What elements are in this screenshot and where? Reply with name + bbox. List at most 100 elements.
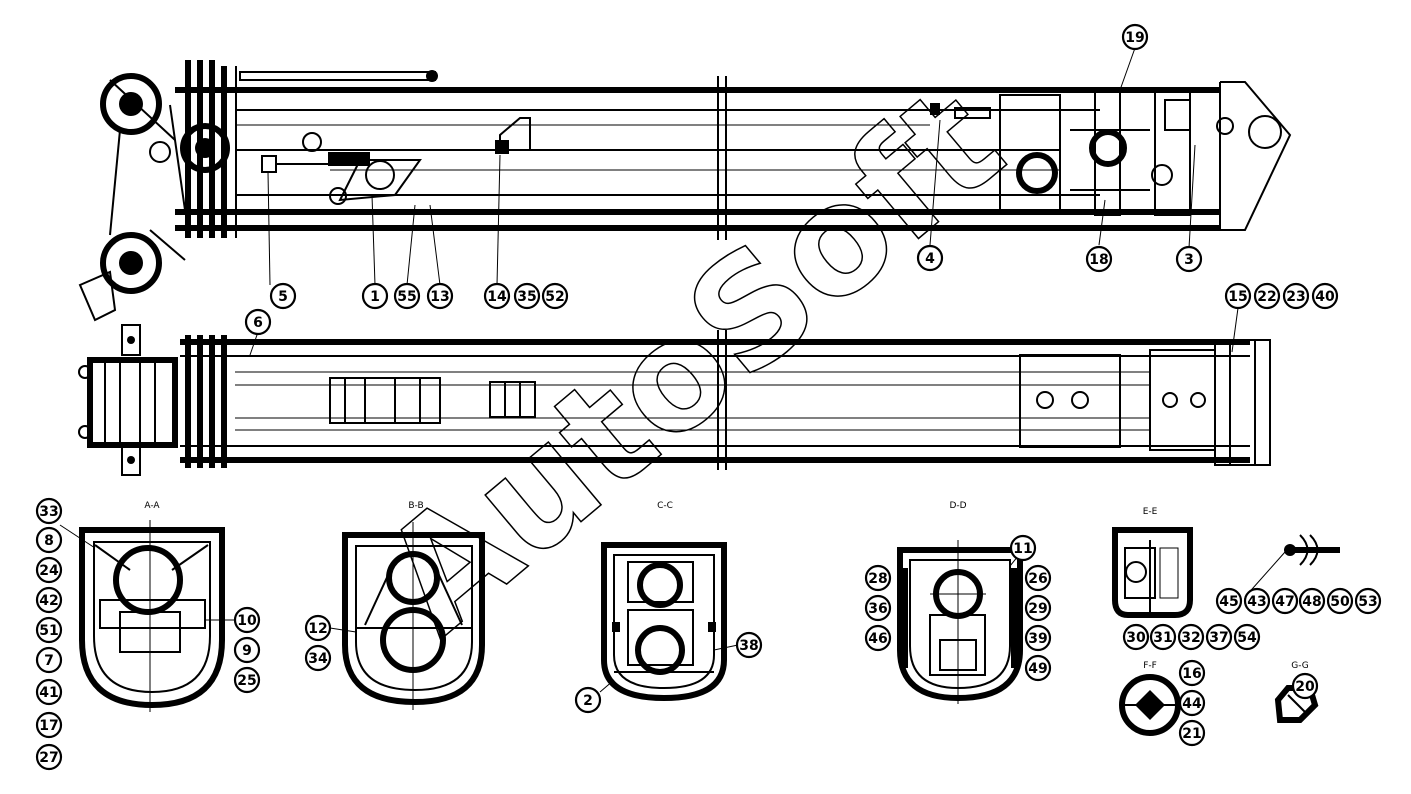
callout-number: 35 (517, 289, 536, 305)
callout-number: 31 (1153, 630, 1172, 646)
callout-11: 11 (1009, 534, 1037, 562)
callout-3: 3 (1175, 245, 1203, 273)
callout-circle (233, 666, 261, 694)
callout-circle (1122, 623, 1150, 651)
callout-circle (35, 556, 63, 584)
callout-number: 17 (39, 718, 58, 734)
callout-circle (233, 606, 261, 634)
boom-plan-view (78, 324, 1271, 476)
callout-5: 5 (269, 282, 297, 310)
callout-54: 54 (1233, 623, 1261, 651)
callout-number: 30 (1126, 630, 1146, 646)
callout-number: 37 (1209, 630, 1228, 646)
callout-circle (35, 526, 63, 554)
callout-16: 16 (1178, 659, 1206, 687)
section-label: B-B (408, 501, 423, 511)
callout-number: 24 (39, 563, 59, 579)
callout-number: 7 (44, 653, 54, 669)
callout-number: 26 (1028, 571, 1047, 587)
callout-circle (1253, 282, 1281, 310)
callout-circle (1205, 623, 1233, 651)
callout-circle (35, 743, 63, 771)
callout-circle (916, 244, 944, 272)
callout-32: 32 (1177, 623, 1205, 651)
callout-31: 31 (1149, 623, 1177, 651)
callout-46: 46 (864, 624, 892, 652)
callout-number: 48 (1302, 594, 1321, 610)
callout-circle (864, 624, 892, 652)
callout-circle (1024, 654, 1052, 682)
callout-circle (864, 564, 892, 592)
callout-41: 41 (35, 678, 63, 706)
callout-number: 42 (39, 593, 58, 609)
callout-21: 21 (1178, 719, 1206, 747)
callout-19: 19 (1121, 23, 1149, 51)
callout-number: 53 (1358, 594, 1377, 610)
callout-number: 1 (370, 289, 380, 305)
callout-number: 33 (39, 504, 58, 520)
callout-26: 26 (1024, 564, 1052, 592)
callout-circle (1024, 624, 1052, 652)
callout-36: 36 (864, 594, 892, 622)
callout-number: 22 (1257, 289, 1276, 305)
callout-34: 34 (304, 644, 332, 672)
callout-number: 28 (868, 571, 887, 587)
callout-42: 42 (35, 586, 63, 614)
callout-circle (1178, 689, 1206, 717)
callout-33: 33 (35, 497, 63, 525)
section-label: D-D (949, 501, 966, 511)
callout-circle (483, 282, 511, 310)
callout-27: 27 (35, 743, 63, 771)
callout-number: 12 (308, 621, 327, 637)
callout-number: 3 (1184, 252, 1194, 268)
callout-number: 20 (1295, 679, 1315, 695)
leader-lines (59, 47, 1311, 696)
callout-number: 14 (487, 289, 507, 305)
callout-51: 51 (35, 616, 63, 644)
boom-side-view (78, 60, 1292, 322)
callout-number: 41 (39, 685, 58, 701)
callout-circle (426, 282, 454, 310)
callout-circle (1311, 282, 1339, 310)
callout-number: 54 (1237, 630, 1257, 646)
callout-number: 34 (308, 651, 328, 667)
callout-4: 4 (916, 244, 944, 272)
callout-49: 49 (1024, 654, 1052, 682)
callout-circle (1326, 587, 1354, 615)
callout-number: 10 (237, 613, 257, 629)
callout-circle (574, 686, 602, 714)
callout-number: 13 (430, 289, 449, 305)
callout-circle (1224, 282, 1252, 310)
callout-6: 6 (244, 308, 272, 336)
callout-circle (35, 497, 63, 525)
callout-50: 50 (1326, 587, 1354, 615)
callout-circle (1178, 659, 1206, 687)
callout-circle (1271, 587, 1299, 615)
callout-circle (1024, 564, 1052, 592)
callout-circle (1243, 587, 1271, 615)
callout-39: 39 (1024, 624, 1052, 652)
callout-number: 40 (1315, 289, 1335, 305)
callout-number: 55 (397, 289, 416, 305)
callout-circle (1009, 534, 1037, 562)
section-label: F-F (1143, 661, 1157, 671)
callout-20: 20 (1291, 672, 1319, 700)
callout-circle (1291, 672, 1319, 700)
callout-number: 11 (1013, 541, 1032, 557)
callout-43: 43 (1243, 587, 1271, 615)
callout-17: 17 (35, 711, 63, 739)
callout-circle (1215, 587, 1243, 615)
callout-45: 45 (1215, 587, 1243, 615)
callout-circle (1175, 245, 1203, 273)
callout-12: 12 (304, 614, 332, 642)
callout-circle (864, 594, 892, 622)
section-d (897, 540, 1023, 704)
callout-15: 15 (1224, 282, 1252, 310)
callout-number: 2 (583, 693, 593, 709)
callout-circle (1149, 623, 1177, 651)
callout-number: 39 (1028, 631, 1047, 647)
callout-circle (35, 711, 63, 739)
callout-9: 9 (233, 636, 261, 664)
callout-number: 50 (1330, 594, 1350, 610)
